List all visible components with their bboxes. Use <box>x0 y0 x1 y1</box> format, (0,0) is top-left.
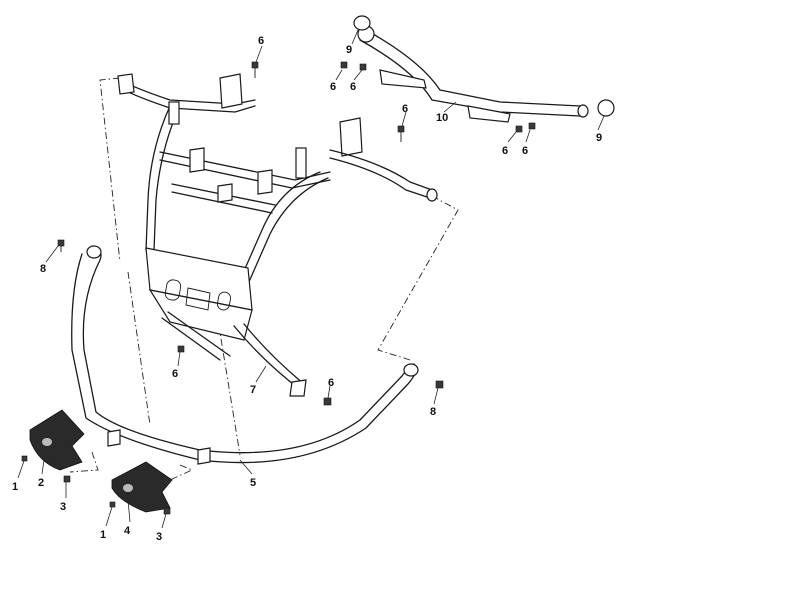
callout-5: 5 <box>250 477 256 489</box>
callout-6: 6 <box>522 145 528 157</box>
callout-3: 3 <box>60 501 66 513</box>
callout-6: 6 <box>402 103 408 115</box>
callout-labels: 6 9 6 6 6 10 9 6 6 8 6 7 6 8 5 1 2 3 1 4… <box>12 35 602 543</box>
callout-1: 1 <box>100 529 106 541</box>
callout-10: 10 <box>436 112 448 124</box>
callout-2: 2 <box>38 477 44 489</box>
right-guard-part-4 <box>111 461 173 513</box>
callout-6: 6 <box>172 368 178 380</box>
callout-4: 4 <box>124 525 131 537</box>
callout-7: 7 <box>250 384 256 396</box>
callout-8: 8 <box>40 263 46 275</box>
callout-3: 3 <box>156 531 162 543</box>
callout-6: 6 <box>330 81 336 93</box>
callout-6: 6 <box>502 145 508 157</box>
upper-right-bar <box>357 25 589 123</box>
assembly-guide-lines <box>69 77 459 481</box>
upper-frame-tube <box>117 73 438 397</box>
lower-bumper-tube <box>71 245 419 465</box>
callout-6: 6 <box>328 377 334 389</box>
callout-leader-lines <box>17 29 605 529</box>
callout-9: 9 <box>596 132 602 144</box>
callout-9: 9 <box>346 44 352 56</box>
fastener-bolts <box>21 61 536 515</box>
end-cap-parts <box>353 15 615 117</box>
left-guard-part-2 <box>29 409 85 471</box>
callout-8: 8 <box>430 406 436 418</box>
callout-1: 1 <box>12 481 18 493</box>
callout-6: 6 <box>258 35 264 47</box>
callout-6: 6 <box>350 81 356 93</box>
